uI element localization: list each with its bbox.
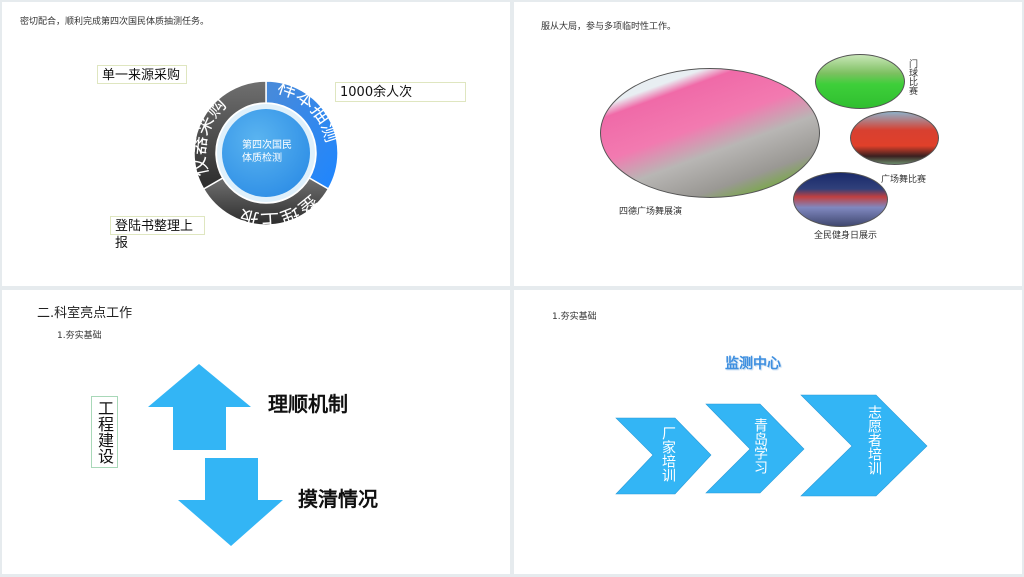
callout-single-source: 单一来源采购 [97, 65, 187, 84]
donut-center [222, 109, 310, 197]
side-box-engineering: 工程建设 [91, 396, 118, 468]
chevron-label-volunteer-training: 志愿者培训 [866, 405, 882, 475]
slide-2-header: 服从大局，参与多项临时性工作。 [541, 22, 677, 32]
donut-center-line2: 体质检测 [242, 151, 282, 164]
slide-4[interactable]: 1.夯实基础 监测中心 厂家培训 青岛学习 志愿者培训 [514, 290, 1022, 574]
photo-label-square-dance-show: 四德广场舞展演 [619, 207, 683, 217]
slide-4-subtitle: 1.夯实基础 [552, 312, 597, 322]
up-arrow [148, 364, 251, 450]
chevron-label-qingdao-study: 青岛学习 [752, 418, 768, 474]
monitoring-center-heading: 监测中心 [725, 356, 781, 372]
chevron-volunteer-training [800, 394, 928, 497]
photo-gateball [815, 54, 905, 109]
callout-report: 登陆书整理上报 [110, 216, 205, 251]
slide-1-header: 密切配合，顺利完成第四次国民体质抽测任务。 [20, 17, 210, 27]
photo-label-gateball: 门球比赛 [907, 59, 917, 95]
donut-center-line1: 第四次国民 [242, 138, 292, 151]
slide-3[interactable]: 二.科室亮点工作 1.夯实基础 工程建设 理顺机制 摸清情况 [2, 290, 510, 574]
donut-chart: 样本抽测 整理上报 仪器采购 第四次国民 体质检测 [187, 76, 343, 231]
photo-label-square-dance-contest: 广场舞比赛 [881, 175, 927, 185]
slide-2[interactable]: 服从大局，参与多项临时性工作。 四德广场舞展演 门球比赛 广场舞比赛 全民健身日… [514, 2, 1022, 286]
photo-square-dance-contest [850, 111, 939, 165]
chevron-factory-training [615, 417, 712, 495]
slide-3-subtitle: 1.夯实基础 [57, 331, 102, 341]
up-label: 理顺机制 [268, 392, 348, 416]
slide-3-title: 二.科室亮点工作 [37, 306, 133, 321]
photo-fitness-day [793, 172, 888, 227]
chevron-qingdao-study [705, 403, 805, 494]
photo-label-fitness-day: 全民健身日展示 [814, 231, 878, 241]
photo-square-dance-show [600, 68, 820, 198]
donut-segment-purchase [193, 80, 267, 191]
down-label: 摸清情况 [298, 487, 378, 511]
callout-count: 1000余人次 [335, 82, 466, 102]
slide-1[interactable]: 密切配合，顺利完成第四次国民体质抽测任务。 样本抽测 整理上报 仪器采购 第四次… [2, 2, 510, 286]
chevron-label-factory-training: 厂家培训 [660, 426, 676, 482]
down-arrow [178, 458, 283, 546]
